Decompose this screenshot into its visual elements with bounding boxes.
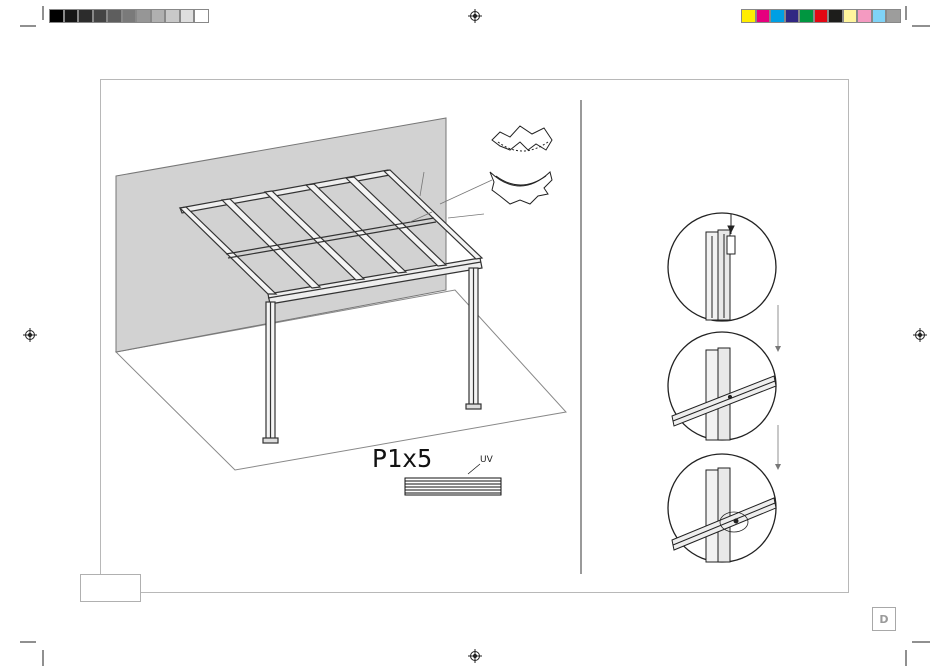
step-1-profile-detail-icon bbox=[668, 213, 776, 321]
gasket-detail-icon bbox=[490, 126, 552, 204]
step-3-profile-detail-icon bbox=[668, 454, 776, 562]
page-letter-badge: D bbox=[872, 607, 896, 631]
panel-quantity-label: P1x5 bbox=[372, 444, 432, 473]
uv-side-label: UV bbox=[480, 455, 493, 465]
step-2-profile-detail-icon bbox=[668, 332, 776, 440]
wall-panel bbox=[116, 118, 446, 352]
